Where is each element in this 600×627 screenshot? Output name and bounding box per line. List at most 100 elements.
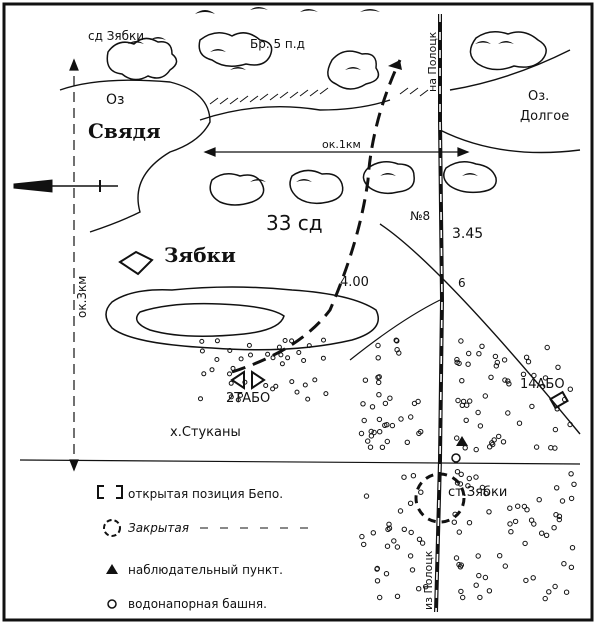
forest-dot [531, 521, 537, 527]
forest-dot [410, 473, 417, 479]
forest-dot [453, 555, 460, 561]
forest-dot [467, 398, 473, 404]
forest-dot [407, 500, 414, 506]
forest-dot [320, 355, 326, 361]
forest-dot [375, 355, 381, 361]
forest-dot [391, 538, 397, 544]
forest-dot [238, 392, 243, 398]
forest-dot [282, 338, 288, 343]
forest-dot [273, 383, 279, 389]
forest-dot [552, 426, 559, 433]
forest-dot [458, 588, 464, 595]
forest-dot [361, 541, 367, 548]
label-track-no8: №8 [410, 209, 430, 223]
forest-dot [539, 530, 545, 536]
forest-dot [238, 356, 244, 362]
forest-dot [246, 342, 252, 348]
label-lake-svyada-abbr: Оз [106, 92, 124, 108]
forest-dot [531, 372, 537, 379]
forest-dot [462, 445, 468, 451]
observation-post-icon [456, 436, 468, 446]
forest-dot [362, 377, 369, 383]
forest-dot [556, 516, 562, 523]
forest-dot [536, 497, 542, 503]
forest-dot [561, 561, 567, 567]
tank-2tabo-marker [230, 370, 266, 390]
label-distance-3km: ок.3км [75, 276, 89, 318]
forest-dot [488, 374, 494, 380]
forest-dot [375, 374, 381, 381]
forest-dot [214, 357, 220, 362]
forest-dot [368, 428, 374, 435]
forest-dot [301, 358, 307, 363]
forest-dot [456, 561, 462, 568]
forest-dot [494, 359, 500, 366]
label-lake-dolgoe: Долгое [520, 109, 569, 124]
forest-dot [371, 429, 377, 436]
forest-dot [520, 371, 527, 377]
forest-dot [384, 543, 391, 549]
forest-dot [475, 409, 481, 416]
forest-dot [382, 422, 388, 428]
legend-item-water-tower: водонапорная башня. [107, 597, 267, 611]
forest-dot [466, 520, 473, 526]
forest-dot [508, 529, 514, 535]
forest-dot [376, 379, 382, 386]
forest-dot [506, 381, 512, 387]
label-station-zyabki: ст.Зябки [448, 485, 507, 500]
forest-dot [525, 359, 532, 365]
forest-dot [491, 437, 497, 443]
forest-dot [359, 533, 365, 540]
forest-dot [418, 429, 424, 435]
forest-dot [276, 344, 282, 350]
forest-dot [496, 433, 502, 440]
forest-dot [409, 567, 416, 573]
forest-dot [568, 495, 575, 502]
forest-dot [473, 582, 479, 588]
forest-dot [507, 505, 513, 511]
svg-text:водонапорная башня.: водонапорная башня. [128, 597, 267, 611]
label-brigade: Бр. 5 п.д [250, 37, 305, 51]
north-arrow [13, 179, 118, 193]
forest-dot [548, 445, 554, 451]
label-time-345: 3.45 [452, 226, 483, 242]
label-stukany: х.Стуканы [170, 425, 241, 440]
forest-dot [567, 386, 573, 392]
legend-item-open-position: открытая позиция Бепо. [97, 485, 283, 501]
forest-dot [493, 363, 499, 369]
forest-dot [463, 417, 469, 423]
forest-dot [501, 357, 508, 363]
map-frame [2, 2, 594, 622]
label-zyabki-north: сд Зябки [88, 29, 144, 43]
forest-dot [368, 433, 375, 439]
forest-dot [394, 338, 400, 344]
forest-dot [401, 526, 407, 532]
forest-dot [456, 529, 462, 535]
forest-dot [486, 509, 492, 515]
forest-dot [553, 512, 559, 518]
forest-dot [479, 343, 485, 349]
forest-dot [457, 481, 464, 487]
forest-dot [376, 392, 382, 398]
forest-dot [323, 391, 329, 397]
forest-dot [228, 394, 234, 400]
forest-dot [521, 503, 528, 510]
forest-dot [523, 354, 530, 360]
forest-dot [404, 439, 410, 445]
forest-dot [465, 483, 471, 489]
forest-dot [475, 553, 481, 559]
forest-dot [278, 352, 284, 358]
forest-dot [559, 498, 566, 504]
forest-dot [248, 352, 253, 358]
forest-dot [198, 396, 203, 402]
label-from-polotsk: из Полоцк [422, 550, 435, 610]
forest-dot [458, 471, 464, 477]
forest-dot [302, 382, 308, 388]
forest-dot [483, 490, 489, 497]
svg-text:открытая позиция Бепо.: открытая позиция Бепо. [128, 487, 283, 501]
svg-text:наблюдательный пункт.: наблюдательный пункт. [128, 563, 283, 577]
label-division-33: 33 сд [266, 211, 323, 235]
forest-dot [524, 507, 530, 513]
forest-dot [476, 351, 482, 357]
